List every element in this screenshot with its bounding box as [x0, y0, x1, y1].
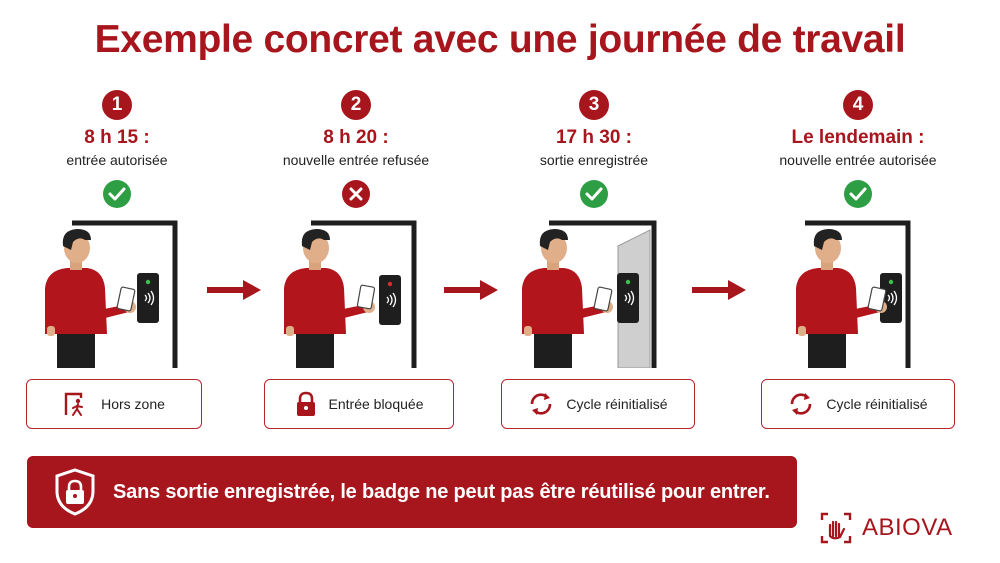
status-box-2: Entrée bloquée	[264, 379, 454, 429]
step-time: Le lendemain :	[791, 127, 925, 148]
arrow-right-icon	[207, 280, 261, 300]
step-3: 3 17 h 30 : sortie enregistrée	[484, 90, 704, 209]
warning-banner: Sans sortie enregistrée, le badge ne peu…	[27, 456, 797, 528]
door-frame	[72, 220, 178, 368]
refresh-icon	[531, 393, 552, 415]
check-icon	[103, 180, 131, 208]
check-icon	[844, 180, 872, 208]
status-box-1: Hors zone	[26, 379, 202, 429]
step-description: nouvelle entrée autorisée	[779, 152, 937, 168]
step-time: 17 h 30 :	[555, 127, 633, 148]
door-scene-2	[246, 218, 466, 368]
step-number: 3	[579, 90, 609, 120]
door-scene-4	[748, 218, 968, 368]
status-label: Hors zone	[101, 396, 165, 412]
badge-reader-icon	[379, 275, 401, 325]
door-scene-3	[484, 218, 704, 368]
arrow-right-icon	[692, 280, 746, 300]
exit-zone-icon	[64, 392, 84, 416]
step-number: 2	[341, 90, 371, 120]
step-number: 4	[843, 90, 873, 120]
door-scene-1	[7, 218, 227, 368]
status-box-3: Cycle réinitialisé	[501, 379, 695, 429]
lock-icon	[296, 391, 315, 416]
badge-card	[116, 286, 136, 312]
arrow-right-icon	[444, 280, 498, 300]
step-1: 1 8 h 15 : entrée autorisée	[7, 90, 227, 209]
step-4: 4 Le lendemain : nouvelle entrée autoris…	[748, 90, 968, 209]
step-description: entrée autorisée	[66, 152, 168, 168]
abiova-hand-icon	[820, 512, 852, 544]
step-description: nouvelle entrée refusée	[282, 152, 430, 168]
logo: ABIOVA	[820, 512, 953, 544]
check-icon	[580, 180, 608, 208]
badge-reader-icon	[616, 272, 640, 324]
cross-icon	[342, 180, 370, 208]
logo-text: ABIOVA	[862, 514, 953, 541]
badge-reader-icon	[136, 272, 160, 324]
status-label: Entrée bloquée	[328, 396, 424, 412]
status-box-4: Cycle réinitialisé	[761, 379, 955, 429]
shield-lock-icon	[55, 468, 95, 516]
step-description: sortie enregistrée	[539, 152, 649, 168]
step-time: 8 h 15 :	[84, 127, 150, 148]
status-label: Cycle réinitialisé	[566, 396, 668, 412]
step-time: 8 h 20 :	[323, 127, 389, 148]
refresh-icon	[791, 393, 812, 415]
page-title: Exemple concret avec une journée de trav…	[94, 18, 906, 61]
step-2: 2 8 h 20 : nouvelle entrée refusée	[246, 90, 466, 209]
status-label: Cycle réinitialisé	[826, 396, 928, 412]
step-number: 1	[102, 90, 132, 120]
banner-text: Sans sortie enregistrée, le badge ne peu…	[113, 480, 770, 503]
